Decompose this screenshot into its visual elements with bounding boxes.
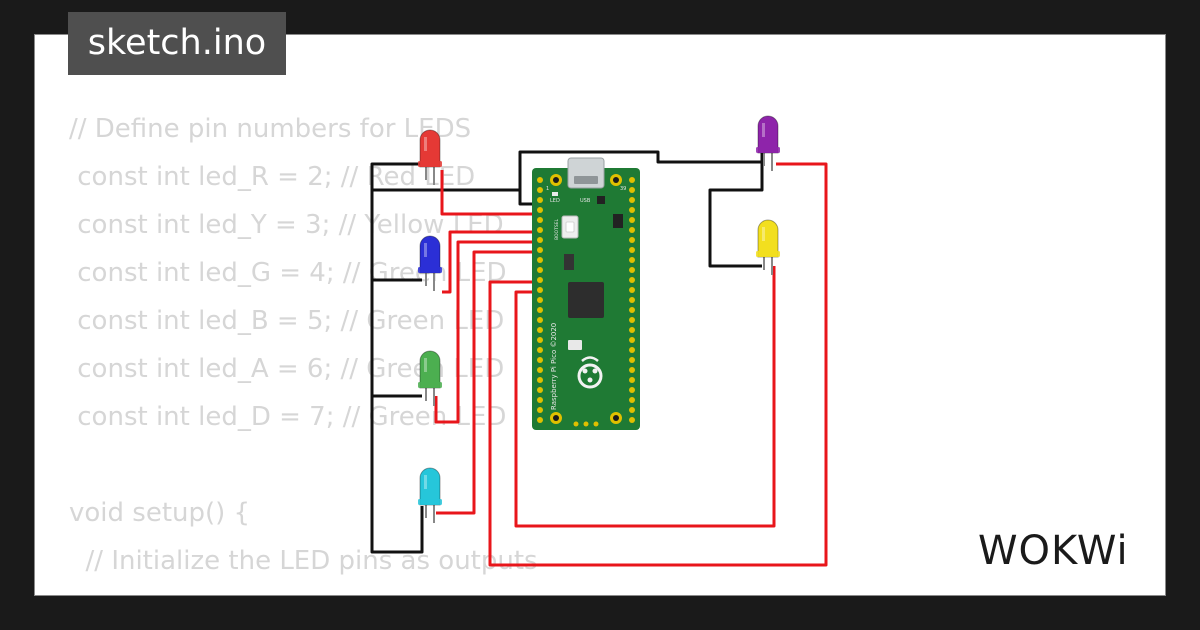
wokwi-logo-text: WOKWi bbox=[978, 528, 1129, 574]
code-line: // Initialize the LED pins as outputs bbox=[69, 546, 538, 576]
pico-board: LED USB 1 39 BOOTSEL Raspberry Pi Pico ©… bbox=[532, 157, 640, 430]
signal-wire bbox=[488, 162, 828, 567]
led-silkscreen: LED bbox=[550, 198, 560, 204]
led-blue[interactable] bbox=[417, 235, 443, 292]
crystal bbox=[613, 214, 623, 228]
code-line: // Define pin numbers for LEDS bbox=[69, 114, 472, 144]
rp2040-chip bbox=[568, 282, 604, 318]
wokwi-logo: WOKWi bbox=[978, 528, 1129, 574]
usb-silkscreen: USB bbox=[580, 198, 591, 204]
onboard-led bbox=[552, 192, 558, 196]
code-background: // Define pin numbers for LEDS const int… bbox=[69, 105, 538, 595]
signal-wire bbox=[514, 266, 776, 528]
pin-39-label: 39 bbox=[620, 186, 626, 192]
code-line: pinMode(led_R, OUTPUT); bbox=[69, 585, 538, 595]
code-line: void setup() { bbox=[69, 498, 251, 528]
flash-chip bbox=[597, 196, 605, 204]
pin-header-right bbox=[629, 177, 635, 423]
code-line: const int led_B = 5; // Green LED bbox=[69, 306, 505, 336]
led-red[interactable] bbox=[417, 129, 443, 186]
ground-wires bbox=[370, 150, 764, 554]
regulator-chip bbox=[564, 254, 574, 270]
led-green[interactable] bbox=[417, 350, 443, 407]
board-silkscreen: Raspberry Pi Pico ©2020 bbox=[550, 323, 558, 410]
preview-frame: // Define pin numbers for LEDS const int… bbox=[34, 34, 1166, 596]
signal-wire bbox=[436, 250, 546, 515]
code-line: const int led_R = 2; // Red LED bbox=[69, 162, 476, 192]
pin-header-left bbox=[537, 177, 543, 423]
code-line: const int led_G = 4; // Green LED bbox=[69, 258, 507, 288]
ground-wire bbox=[370, 280, 422, 398]
code-line: const int led_Y = 3; // Yellow LED bbox=[69, 210, 504, 240]
signal-wire bbox=[442, 230, 546, 294]
signal-wire bbox=[434, 240, 546, 424]
ground-wire bbox=[370, 188, 520, 282]
pin-header-bottom bbox=[573, 421, 599, 427]
signal-wires bbox=[434, 162, 828, 567]
bootsel-silkscreen: BOOTSEL bbox=[554, 218, 560, 240]
code-line: const int led_D = 7; // Green LED bbox=[69, 402, 507, 432]
ground-wire bbox=[370, 162, 422, 190]
sketch-title: sketch.ino bbox=[68, 12, 286, 75]
signal-wire bbox=[440, 170, 546, 216]
code-line: const int led_A = 6; // Green LED bbox=[69, 354, 505, 384]
pin-1-label: 1 bbox=[546, 186, 549, 192]
ground-wire bbox=[370, 396, 424, 554]
ground-wire bbox=[708, 162, 764, 268]
